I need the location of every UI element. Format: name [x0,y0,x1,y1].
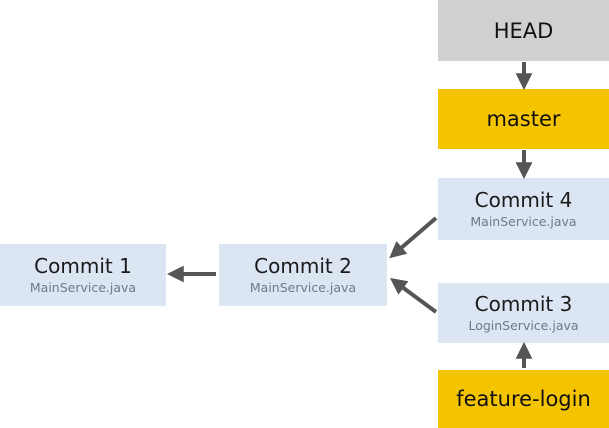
commit-file: MainService.java [29,280,137,295]
commit-title: Commit 2 [254,254,352,278]
arrow-commit-4-to-commit-2 [389,216,438,259]
master-label: master [486,107,561,131]
head-ref: HEAD [438,0,609,61]
commit-3: Commit 3 LoginService.java [438,283,609,343]
commit-4: Commit 4 MainService.java [438,178,609,240]
head-label: HEAD [493,18,554,43]
commit-file: MainService.java [470,214,577,229]
feature-login-label: feature-login [456,387,591,411]
commit-file: LoginService.java [468,318,579,333]
master-branch: master [438,89,609,149]
commit-title: Commit 1 [34,254,132,278]
commit-title: Commit 3 [474,292,573,316]
commit-2: Commit 2 MainService.java [219,244,387,306]
commit-1: Commit 1 MainService.java [0,244,166,306]
arrow-commit-3-to-commit-2 [389,278,438,314]
feature-login-branch: feature-login [438,370,609,428]
commit-file: MainService.java [249,280,357,295]
commit-title: Commit 4 [474,188,573,212]
